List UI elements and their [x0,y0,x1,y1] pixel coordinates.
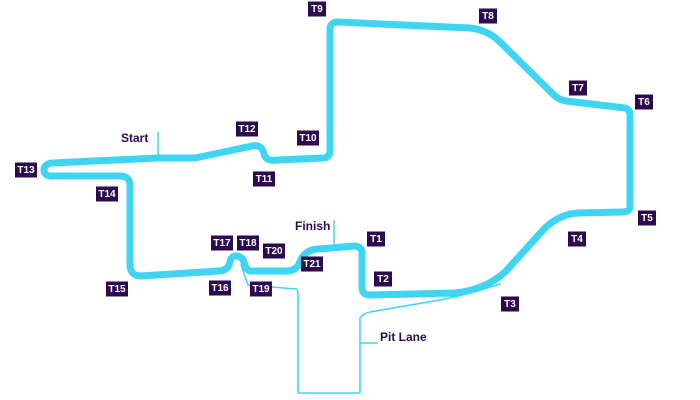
turn-badge-box [635,94,653,110]
turn-badge-t6: T6 [635,94,653,110]
turn-badge-box [253,171,275,187]
turn-badge-label: T12 [238,124,256,135]
turn-badge-t3: T3 [501,296,519,312]
turn-badge-t14: T14 [96,186,118,202]
turn-badge-t19: T19 [250,281,272,297]
turn-badge-box [374,271,392,287]
turn-badge-label: T1 [370,234,382,245]
turn-badge-t1: T1 [367,231,385,247]
turn-badge-box [250,281,272,297]
turn-badge-box [263,243,285,259]
turn-badge-t2: T2 [374,271,392,287]
turn-badge-label: T9 [311,4,323,15]
turn-badge-label: T4 [571,234,583,245]
turn-badge-label: T2 [377,274,389,285]
turn-badge-t21: T21 [301,256,323,272]
turn-badge-label: T15 [108,284,126,295]
turn-badge-t18: T18 [237,235,259,251]
finish-label: Finish [295,219,330,233]
turn-badge-box [301,256,323,272]
turn-badge-box [367,231,385,247]
turn-badge-label: T11 [256,174,273,185]
turn-badge-t11: T11 [253,171,275,187]
turn-badge-label: T16 [211,283,229,294]
turn-badge-label: T20 [265,246,283,257]
turn-badge-box [106,281,128,297]
turn-badge-box [15,162,37,178]
turn-badge-t16: T16 [209,280,231,296]
turn-badge-label: T18 [239,238,257,249]
turn-badge-t4: T4 [568,231,586,247]
start-label: Start [121,131,148,145]
turn-badge-box [209,280,231,296]
turn-badge-label: T7 [572,83,584,94]
turn-badge-t12: T12 [236,121,258,137]
turn-badge-box [569,80,587,96]
turn-badge-label: T8 [482,11,494,22]
turn-badge-t7: T7 [569,80,587,96]
track-path [40,18,634,299]
pit-lane-path [240,264,501,394]
turn-badge-t8: T8 [479,8,497,24]
turn-badge-box [308,1,326,17]
turn-badge-label: T6 [638,97,650,108]
turn-badge-t5: T5 [638,210,656,226]
turn-badge-label: T3 [504,299,516,310]
turn-badge-t13: T13 [15,162,37,178]
turn-badge-t20: T20 [263,243,285,259]
turn-badge-box [479,8,497,24]
turn-badge-label: T21 [303,259,321,270]
turn-badge-label: T14 [98,189,116,200]
turn-badge-t17: T17 [211,235,233,251]
turn-badge-box [568,231,586,247]
turn-badge-t15: T15 [106,281,128,297]
turn-badge-label: T10 [299,133,317,144]
turn-badge-box [501,296,519,312]
turn-badge-box [638,210,656,226]
turn-badge-label: T5 [641,213,653,224]
turn-badge-t9: T9 [308,1,326,17]
turn-badge-box [237,235,259,251]
turn-badge-box [96,186,118,202]
turn-badge-label: T19 [252,284,270,295]
turn-badge-box [236,121,258,137]
turn-badge-box [297,130,319,146]
pit-lane-label: Pit Lane [380,330,427,344]
turn-badge-box [211,235,233,251]
turn-badge-t10: T10 [297,130,319,146]
turn-badge-label: T13 [17,165,35,176]
turn-badge-label: T17 [213,238,231,249]
